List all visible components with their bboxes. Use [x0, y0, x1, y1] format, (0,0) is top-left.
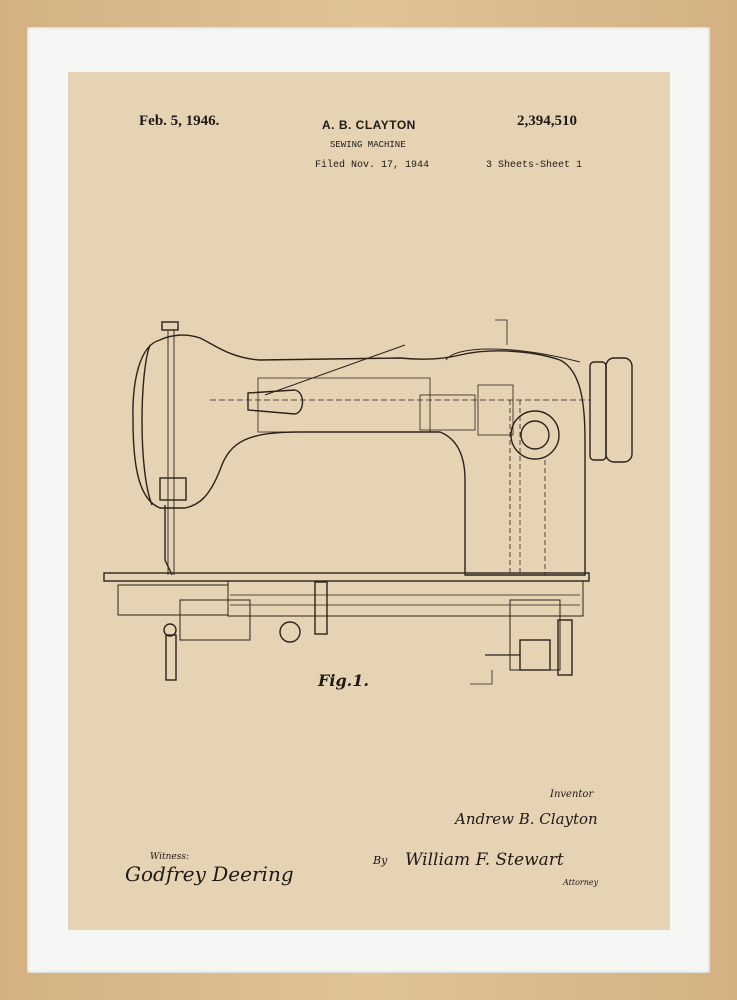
sheet-count: 3 Sheets-Sheet 1	[486, 160, 583, 171]
by-label: By	[373, 854, 388, 867]
inventor-signature: Andrew B. Clayton	[455, 810, 598, 828]
filed-date: Filed Nov. 17, 1944	[315, 160, 430, 171]
machine-head-outline	[132, 334, 586, 576]
patent-title: SEWING MACHINE	[330, 140, 406, 150]
machine-bed	[103, 572, 590, 582]
patent-date: Feb. 5, 1946.	[139, 113, 220, 129]
witness-signature: Godfrey Deering	[125, 862, 294, 886]
attorney-signature: William F. Stewart	[405, 850, 564, 870]
inventor-label: Inventor	[550, 789, 594, 800]
attorney-label: Attorney	[563, 878, 599, 887]
handwheel	[589, 361, 607, 461]
section-lines	[470, 319, 508, 685]
needle-bar	[167, 330, 175, 575]
patent-number: 2,394,510	[517, 113, 577, 129]
inventor-header: A. B. CLAYTON	[322, 118, 416, 132]
figure-label: Fig.1.	[318, 671, 369, 690]
witness-label: Witness:	[150, 852, 189, 862]
